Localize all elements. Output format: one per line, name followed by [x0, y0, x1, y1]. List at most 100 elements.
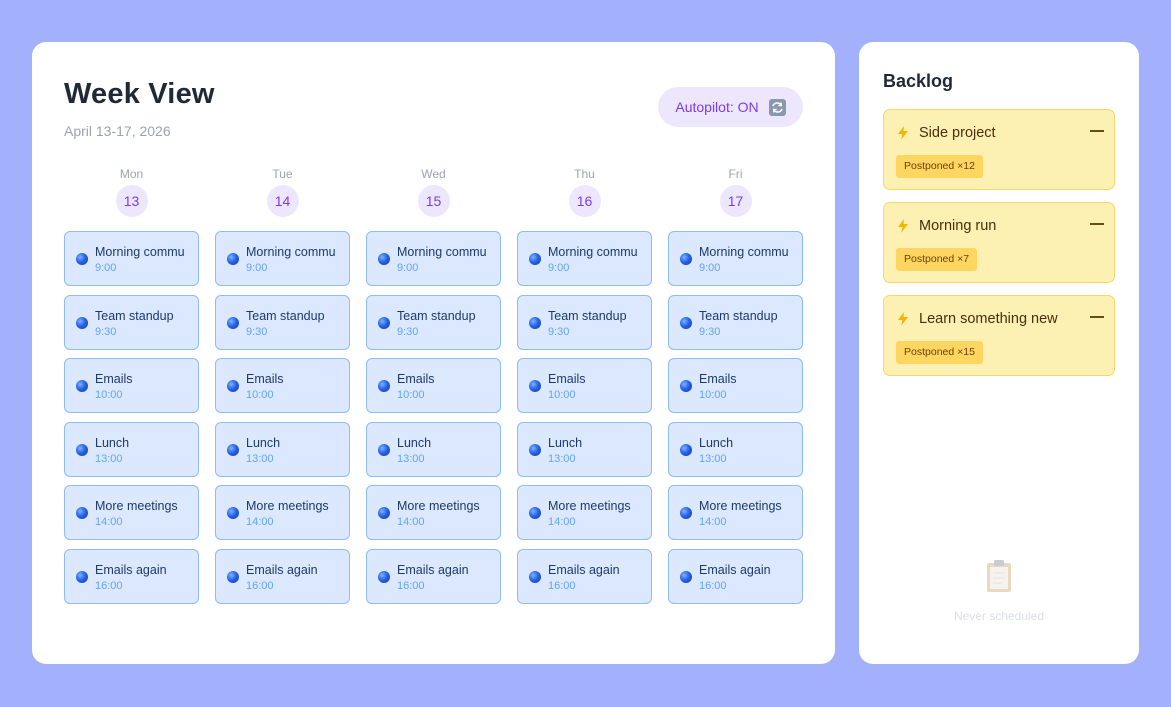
day-name: Fri: [728, 167, 743, 181]
event-title: Morning commu: [397, 245, 487, 259]
event-time: 9:30: [246, 325, 268, 338]
event-card[interactable]: Morning commu 9:00: [64, 231, 199, 286]
event-time: 13:00: [397, 452, 425, 465]
backlog-empty-text: Never scheduled: [953, 609, 1045, 623]
event-card[interactable]: Lunch 13:00: [366, 421, 501, 477]
event-time: 16:00: [699, 579, 727, 592]
event-title: Emails again: [397, 562, 469, 577]
lightning-icon: [898, 312, 908, 326]
postponed-badge: Postponed ×12: [896, 155, 983, 178]
autopilot-toggle[interactable]: Autopilot: ON: [658, 87, 803, 127]
event-time: 14:00: [699, 516, 727, 528]
event-dot-icon: [76, 253, 88, 265]
event-time: 10:00: [397, 389, 425, 401]
day-number[interactable]: 13: [115, 185, 148, 217]
clipboard-icon: [987, 560, 1011, 592]
event-card[interactable]: Team standup 9:30: [215, 294, 350, 350]
event-card[interactable]: Emails again 16:00: [64, 548, 199, 604]
event-time: 14:00: [246, 516, 274, 528]
event-title: Lunch: [397, 435, 432, 450]
event-time: 10:00: [548, 389, 576, 401]
event-title: Lunch: [95, 435, 130, 450]
event-time: 14:00: [397, 516, 425, 528]
event-time: 9:00: [699, 262, 721, 274]
event-time: 16:00: [95, 579, 123, 592]
event-dot-icon: [378, 380, 390, 392]
day-number[interactable]: 15: [417, 185, 450, 217]
event-title: Emails: [548, 372, 586, 386]
event-dot-icon: [378, 507, 390, 519]
event-time: 9:00: [548, 262, 570, 274]
event-time: 13:00: [548, 452, 576, 465]
event-card[interactable]: More meetings 14:00: [366, 485, 501, 540]
backlog-item-label: Side project: [919, 125, 996, 141]
event-title: Morning commu: [95, 245, 185, 259]
event-title: Team standup: [548, 308, 627, 323]
event-title: More meetings: [397, 499, 480, 513]
event-title: More meetings: [699, 499, 782, 513]
day-name: Wed: [421, 167, 446, 181]
event-dot-icon: [529, 507, 541, 519]
event-card[interactable]: Emails 10:00: [517, 358, 652, 413]
event-time: 9:00: [246, 262, 268, 274]
remove-icon[interactable]: [1090, 223, 1104, 225]
day-number[interactable]: 17: [719, 185, 752, 217]
event-title: Team standup: [246, 308, 325, 323]
remove-icon[interactable]: [1090, 316, 1104, 318]
event-card[interactable]: More meetings 14:00: [668, 485, 803, 540]
event-dot-icon: [529, 570, 541, 583]
event-dot-icon: [529, 443, 541, 456]
event-time: 9:00: [95, 262, 117, 274]
event-time: 14:00: [95, 516, 123, 528]
day-number[interactable]: 14: [266, 185, 299, 217]
event-dot-icon: [76, 380, 88, 392]
page-title: Week View: [64, 78, 215, 110]
remove-icon[interactable]: [1090, 130, 1104, 132]
event-time: 14:00: [548, 516, 576, 528]
lightning-icon: [898, 126, 908, 140]
event-time: 13:00: [699, 452, 727, 465]
event-title: Emails again: [95, 562, 167, 577]
event-dot-icon: [680, 570, 692, 583]
event-title: Team standup: [699, 308, 778, 323]
event-dot-icon: [529, 380, 541, 392]
event-title: Team standup: [397, 308, 476, 323]
event-time: 16:00: [246, 579, 274, 592]
day-number[interactable]: 16: [568, 185, 601, 217]
